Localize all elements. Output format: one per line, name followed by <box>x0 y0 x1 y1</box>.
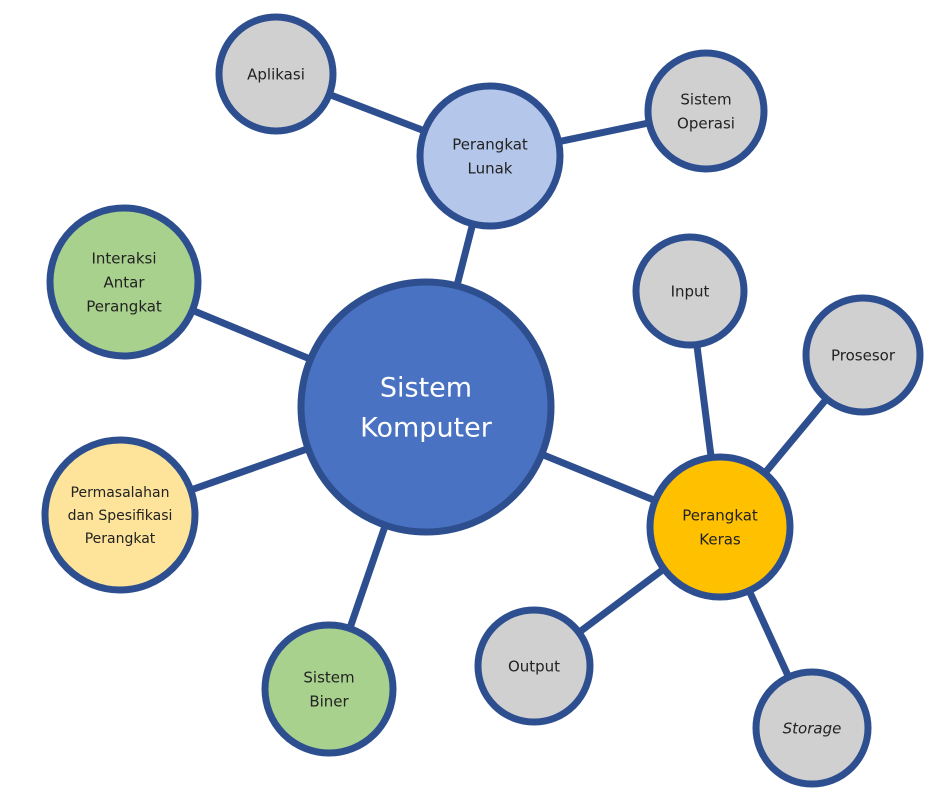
node-label-line: Prosesor <box>831 346 896 364</box>
node-circle-input <box>632 233 748 349</box>
node-label-line: Sistem <box>303 668 354 686</box>
node-label-line: dan Spesifikasi <box>68 508 173 524</box>
node-input: Input <box>632 233 748 349</box>
node-label-prosesor: Prosesor <box>831 346 896 364</box>
node-label-line: Biner <box>309 692 349 710</box>
node-label-aplikasi: Aplikasi <box>247 65 305 83</box>
node-label-line: Interaksi <box>91 249 156 267</box>
node-circle-interaksi-antar-perangkat <box>46 204 202 360</box>
node-circle-aplikasi <box>215 13 337 135</box>
node-prosesor: Prosesor <box>802 294 924 416</box>
node-storage: Storage <box>752 668 872 788</box>
node-label-line: Lunak <box>468 159 513 177</box>
node-label-storage: Storage <box>783 719 842 737</box>
node-output: Output <box>474 606 594 726</box>
node-label-line: Storage <box>783 719 842 737</box>
node-circle-sistem-komputer <box>297 278 555 536</box>
node-circle-prosesor <box>802 294 924 416</box>
node-circle-sistem-biner <box>261 621 397 757</box>
node-label-input: Input <box>671 282 710 300</box>
node-label-line: Keras <box>699 530 741 548</box>
node-label-line: Sistem <box>380 372 472 403</box>
node-circle-perangkat-keras <box>646 453 794 601</box>
node-label-line: Operasi <box>677 114 735 132</box>
node-label-line: Perangkat <box>682 506 758 524</box>
node-label-output: Output <box>508 657 560 675</box>
node-label-line: Perangkat <box>85 531 156 547</box>
node-label-line: Aplikasi <box>247 65 305 83</box>
node-circle-sistem-operasi <box>644 49 768 173</box>
node-circle-permasalahan-dan-spesifikasi-perangkat <box>41 436 199 594</box>
node-label-line: Perangkat <box>452 135 528 153</box>
node-label-line: Permasalahan <box>71 485 170 501</box>
node-label-line: Antar <box>103 273 145 291</box>
node-label-line: Perangkat <box>86 297 162 315</box>
node-label-line: Komputer <box>360 412 493 443</box>
node-label-line: Input <box>671 282 710 300</box>
node-aplikasi: Aplikasi <box>215 13 337 135</box>
node-label-line: Output <box>508 657 560 675</box>
node-circle-output <box>474 606 594 726</box>
node-label-line: Sistem <box>680 90 731 108</box>
node-circle-perangkat-lunak <box>416 82 564 230</box>
node-circle-storage <box>752 668 872 788</box>
